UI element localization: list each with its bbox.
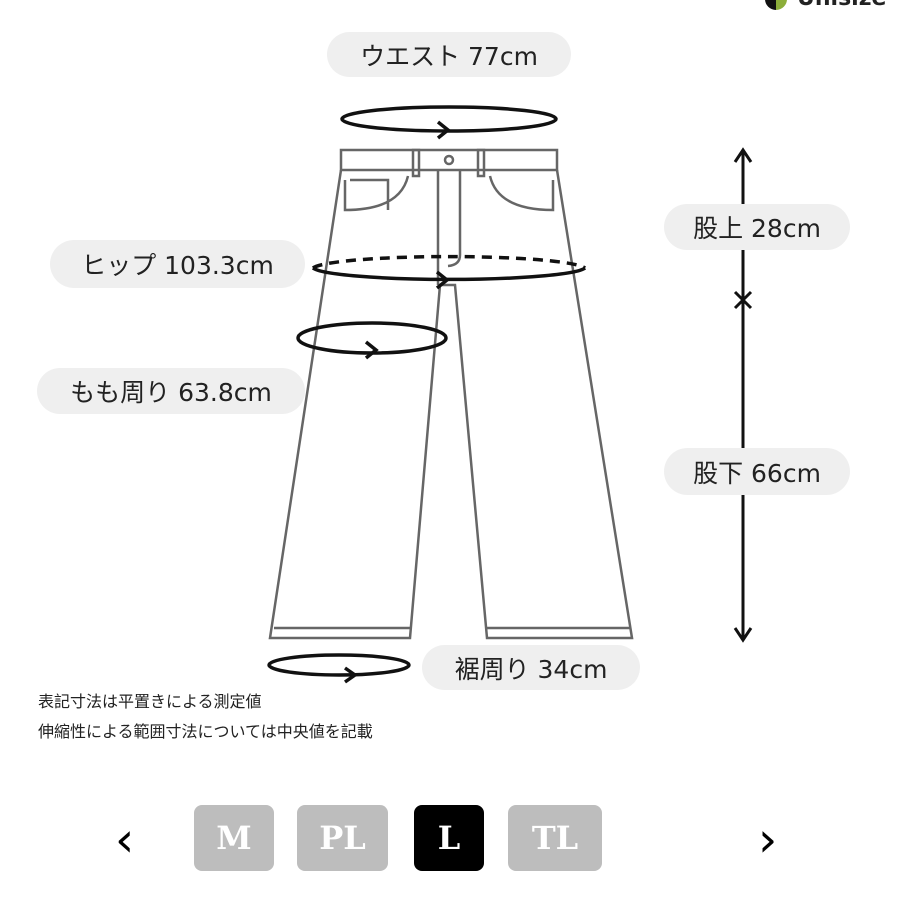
brand-logo: Unisize (765, 0, 886, 11)
prev-arrow-button[interactable]: ‹ (115, 812, 135, 868)
waist-label: ウエスト 77cm (327, 32, 571, 77)
size-button-l[interactable]: L (414, 805, 484, 871)
size-button-m[interactable]: M (194, 805, 274, 871)
size-button-pl[interactable]: PL (297, 805, 388, 871)
note-line: 表記寸法は平置きによる測定値 (38, 692, 262, 711)
thigh-label: もも周り 63.8cm (37, 368, 305, 414)
hip-label: ヒップ 103.3cm (50, 240, 305, 288)
rise-label: 股上 28cm (664, 204, 850, 250)
pants-outline (268, 148, 634, 640)
brand-name: Unisize (797, 0, 886, 11)
logo-icon (765, 0, 787, 10)
measure-loops (267, 105, 587, 684)
inseam-label: 股下 66cm (664, 448, 850, 495)
next-arrow-button[interactable]: › (758, 812, 778, 868)
hem-label: 裾周り 34cm (422, 645, 640, 690)
note-line: 伸縮性による範囲寸法については中央値を記載 (38, 722, 373, 741)
size-button-tl[interactable]: TL (508, 805, 602, 871)
length-arrow (733, 147, 753, 643)
